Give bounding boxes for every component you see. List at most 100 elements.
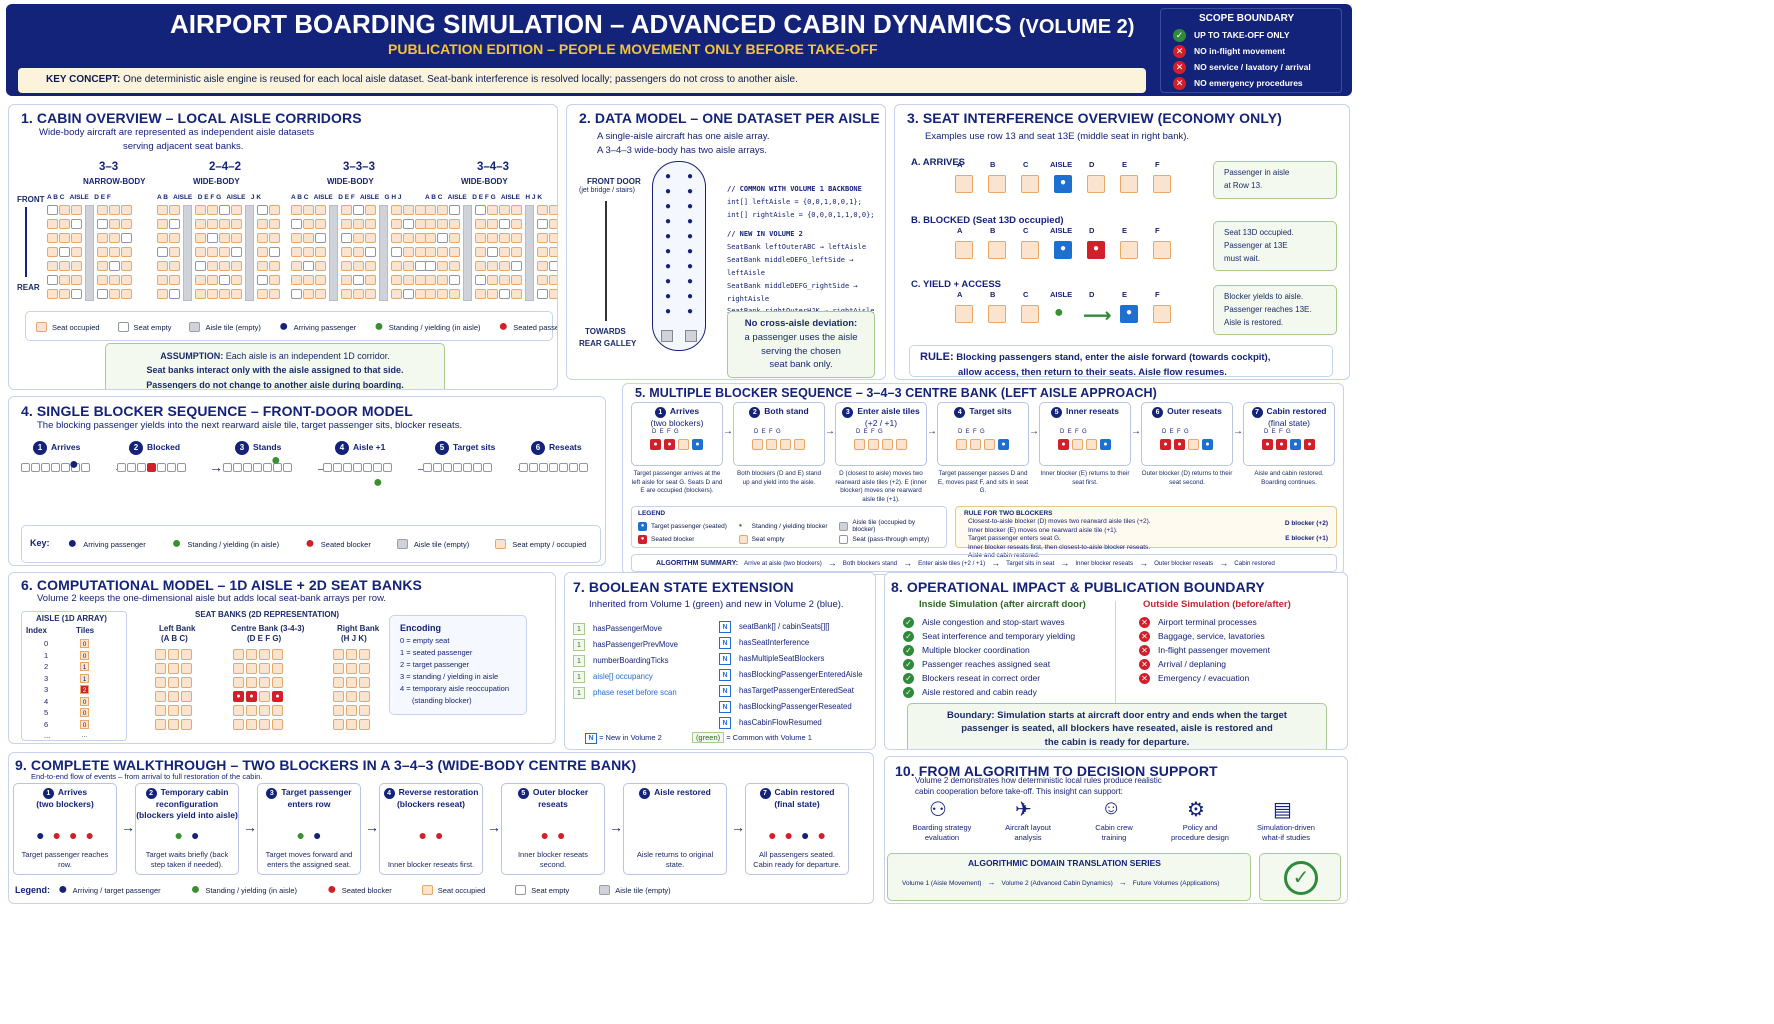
arrow-right-icon: ⟶ bbox=[1083, 305, 1112, 327]
seated-blocker-icon: ● bbox=[305, 535, 315, 552]
seat-occupied bbox=[47, 233, 58, 243]
bank-seat bbox=[168, 677, 179, 688]
target-passenger-icon: ● bbox=[1290, 439, 1301, 450]
passenger-icon: ● bbox=[665, 171, 672, 182]
panel-decision-support: 10. FROM ALGORITHM TO DECISION SUPPORT V… bbox=[884, 756, 1348, 904]
bank-seat bbox=[272, 719, 283, 730]
walkthrough-caption: Target moves forward and enters the assi… bbox=[265, 849, 353, 869]
passenger-icon: ● bbox=[313, 827, 322, 843]
legend-swatch: ● bbox=[190, 881, 201, 898]
seat-occupied bbox=[425, 219, 436, 229]
seat-occupied bbox=[365, 261, 376, 271]
seat-empty bbox=[403, 289, 414, 299]
seat-empty bbox=[231, 247, 242, 257]
new-state-name: hasMultipleSeatBlockers bbox=[739, 653, 825, 663]
cross-icon: ✕ bbox=[1139, 644, 1150, 656]
seat-block bbox=[475, 205, 522, 301]
seat-occupied bbox=[487, 289, 498, 299]
seat-empty bbox=[353, 205, 364, 215]
cabin-rear-label: REAR bbox=[17, 283, 40, 292]
seat-occupied bbox=[269, 275, 280, 285]
new-chip: N bbox=[719, 700, 731, 713]
seat-occupied bbox=[475, 247, 486, 257]
encoding-item: 3 = standing / yielding in aisle bbox=[400, 672, 499, 682]
bank-seat bbox=[333, 677, 344, 688]
passenger-icon: ● bbox=[817, 827, 826, 843]
config-columns: A B C AISLE D E F G AISLE H J K bbox=[425, 194, 543, 201]
arrow-right-icon: → bbox=[121, 819, 135, 835]
support-item-label: Aircraft layout bbox=[1005, 823, 1051, 832]
seat-empty bbox=[109, 261, 120, 271]
legend-label: Arriving passenger bbox=[293, 322, 357, 332]
walkthrough-legend-item: Aisle tile (empty) bbox=[599, 885, 671, 895]
seat-cols: D E F G bbox=[1264, 429, 1291, 435]
check-icon: ✓ bbox=[903, 686, 914, 698]
seat-empty bbox=[341, 233, 352, 243]
bank-seat bbox=[155, 705, 166, 716]
single-step-tiles bbox=[21, 463, 91, 474]
seat-occupied bbox=[269, 261, 280, 271]
boundary-line-3: the cabin is ready for departure. bbox=[1044, 736, 1190, 748]
new-chip: N bbox=[719, 668, 731, 681]
multi-step-title-text: Arrives bbox=[669, 406, 700, 416]
seat-occupied bbox=[257, 261, 268, 271]
seat-occupied bbox=[207, 261, 218, 271]
seat-occupied bbox=[219, 261, 230, 271]
scope-item: ✕NO emergency procedures bbox=[1173, 75, 1329, 91]
seat-occupied bbox=[499, 275, 510, 285]
support-item-label-2: procedure design bbox=[1171, 833, 1229, 842]
p5-legend-item: ●Target passenger (seated) bbox=[638, 519, 739, 533]
seat-empty bbox=[291, 289, 302, 299]
panel2-title: 2. DATA MODEL – ONE DATASET PER AISLE bbox=[579, 110, 880, 126]
seat-occupied bbox=[353, 219, 364, 229]
seat-occupied bbox=[303, 247, 314, 257]
front-door-sub: (jet bridge / stairs) bbox=[579, 187, 636, 194]
seat-occupied bbox=[219, 233, 230, 243]
arriving-passenger-icon: ● bbox=[1054, 175, 1072, 193]
new-state-name: hasSeatInterference bbox=[739, 637, 810, 647]
seat-empty bbox=[955, 305, 973, 323]
walkthrough-title-sub: (blockers reseat) bbox=[396, 799, 466, 809]
key-label: Key: bbox=[30, 537, 50, 548]
index-header: Index bbox=[26, 626, 47, 635]
walkthrough-legend-text: Arriving / target passenger bbox=[72, 885, 161, 895]
check-icon: ✓ bbox=[903, 672, 914, 684]
bank-seat bbox=[359, 691, 370, 702]
galley-box bbox=[685, 330, 697, 342]
arrow-right-icon: → bbox=[1219, 558, 1229, 568]
seat-block bbox=[425, 205, 460, 301]
arrow-right-icon: → bbox=[987, 878, 996, 887]
seated-blocker-icon: ● bbox=[498, 318, 509, 335]
seat-tile bbox=[678, 439, 689, 450]
bank-seat bbox=[246, 677, 257, 688]
walkthrough-title-text: Cabin restored bbox=[774, 787, 835, 797]
tile bbox=[579, 463, 588, 472]
seat-tile bbox=[1086, 439, 1097, 450]
walkthrough-title-sub: (final state) bbox=[774, 799, 820, 809]
seat-occupied bbox=[169, 205, 180, 215]
seat-occupied bbox=[71, 233, 82, 243]
seat-occupied bbox=[97, 205, 108, 215]
walkthrough-legend-item: ●Standing / yielding (in aisle) bbox=[191, 882, 297, 898]
seat-occupied bbox=[391, 205, 402, 215]
tile bbox=[127, 463, 136, 472]
aisle-index: 4 bbox=[44, 696, 49, 706]
interference-row-label: A. ARRIVES bbox=[911, 157, 966, 168]
seat-col-label: E bbox=[1122, 290, 1128, 299]
p5-rule-box: RULE FOR TWO BLOCKERS Closest-to-aisle b… bbox=[955, 506, 1337, 559]
seated-blocker-icon: ● bbox=[1262, 439, 1273, 450]
legend-swatch bbox=[839, 521, 849, 531]
tile bbox=[41, 463, 50, 472]
seated-blocker-icon: ● bbox=[1304, 439, 1315, 450]
check-icon: ✓ bbox=[903, 616, 914, 628]
seat-occupied bbox=[437, 205, 448, 215]
inherited-chip: 1 bbox=[573, 686, 585, 699]
new-state-name: seatBank[] / cabinSeats[][] bbox=[739, 622, 830, 631]
p5-legend-box: LEGEND ●Target passenger (seated)●Standi… bbox=[631, 506, 947, 548]
tile bbox=[21, 463, 30, 472]
